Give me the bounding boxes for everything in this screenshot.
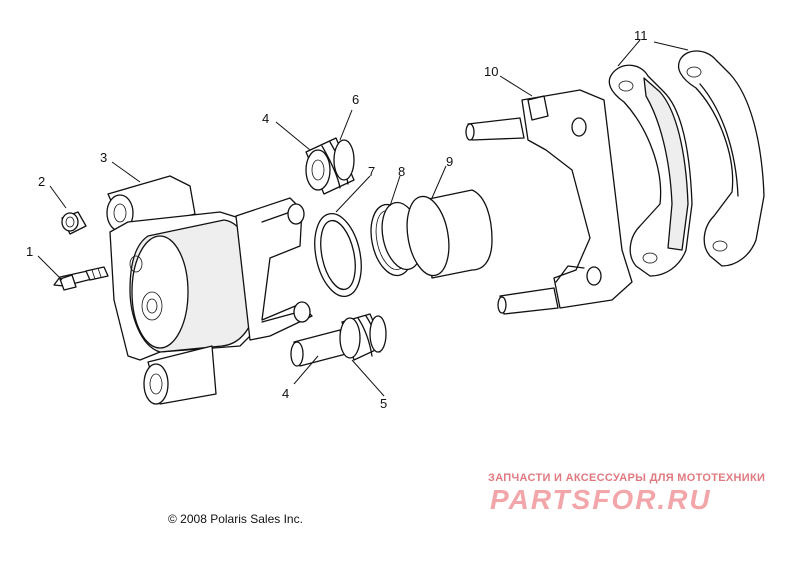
callout-8: 8 xyxy=(398,164,405,179)
leader-9 xyxy=(431,165,447,199)
leader-5 xyxy=(351,359,385,397)
leader-11b xyxy=(653,41,689,51)
leader-8 xyxy=(389,175,401,207)
seal-ring-7 xyxy=(314,213,362,297)
callout-9: 9 xyxy=(446,154,453,169)
leader-1 xyxy=(37,255,63,281)
callout-5: 5 xyxy=(380,396,387,411)
leader-7 xyxy=(335,175,371,213)
caliper-bracket xyxy=(465,89,633,315)
leader-10 xyxy=(499,75,533,97)
piston xyxy=(406,189,493,279)
bleeder-screw xyxy=(53,266,109,291)
bushing xyxy=(61,211,87,235)
callout-10: 10 xyxy=(484,64,498,79)
callout-4-upper: 4 xyxy=(262,111,269,126)
leader-4b xyxy=(293,355,319,385)
leader-4a xyxy=(275,121,311,151)
brake-pads xyxy=(608,50,765,277)
leader-11a xyxy=(617,39,641,67)
callout-1: 1 xyxy=(26,244,33,259)
callout-numbers: 1 2 3 4 6 7 8 9 10 11 4 5 xyxy=(26,28,648,411)
callout-7: 7 xyxy=(368,164,375,179)
watermark-logo: PARTSFOR.RU xyxy=(490,484,712,515)
caliper-body xyxy=(106,175,313,405)
pin-boot-upper xyxy=(305,137,355,195)
slide-pin-lower xyxy=(290,313,387,367)
leader-3 xyxy=(111,161,141,183)
callout-3: 3 xyxy=(100,150,107,165)
leader-6 xyxy=(339,109,353,141)
leader-lines xyxy=(37,39,689,397)
leader-2 xyxy=(49,185,67,209)
watermark-tagline: ЗАПЧАСТИ И АКСЕССУАРЫ ДЛЯ МОТОТЕХНИКИ xyxy=(488,472,766,484)
callout-6: 6 xyxy=(352,92,359,107)
callout-2: 2 xyxy=(38,174,45,189)
callout-11: 11 xyxy=(634,28,648,43)
copyright-notice: © 2008 Polaris Sales Inc. xyxy=(168,512,303,526)
callout-4-lower: 4 xyxy=(282,386,289,401)
